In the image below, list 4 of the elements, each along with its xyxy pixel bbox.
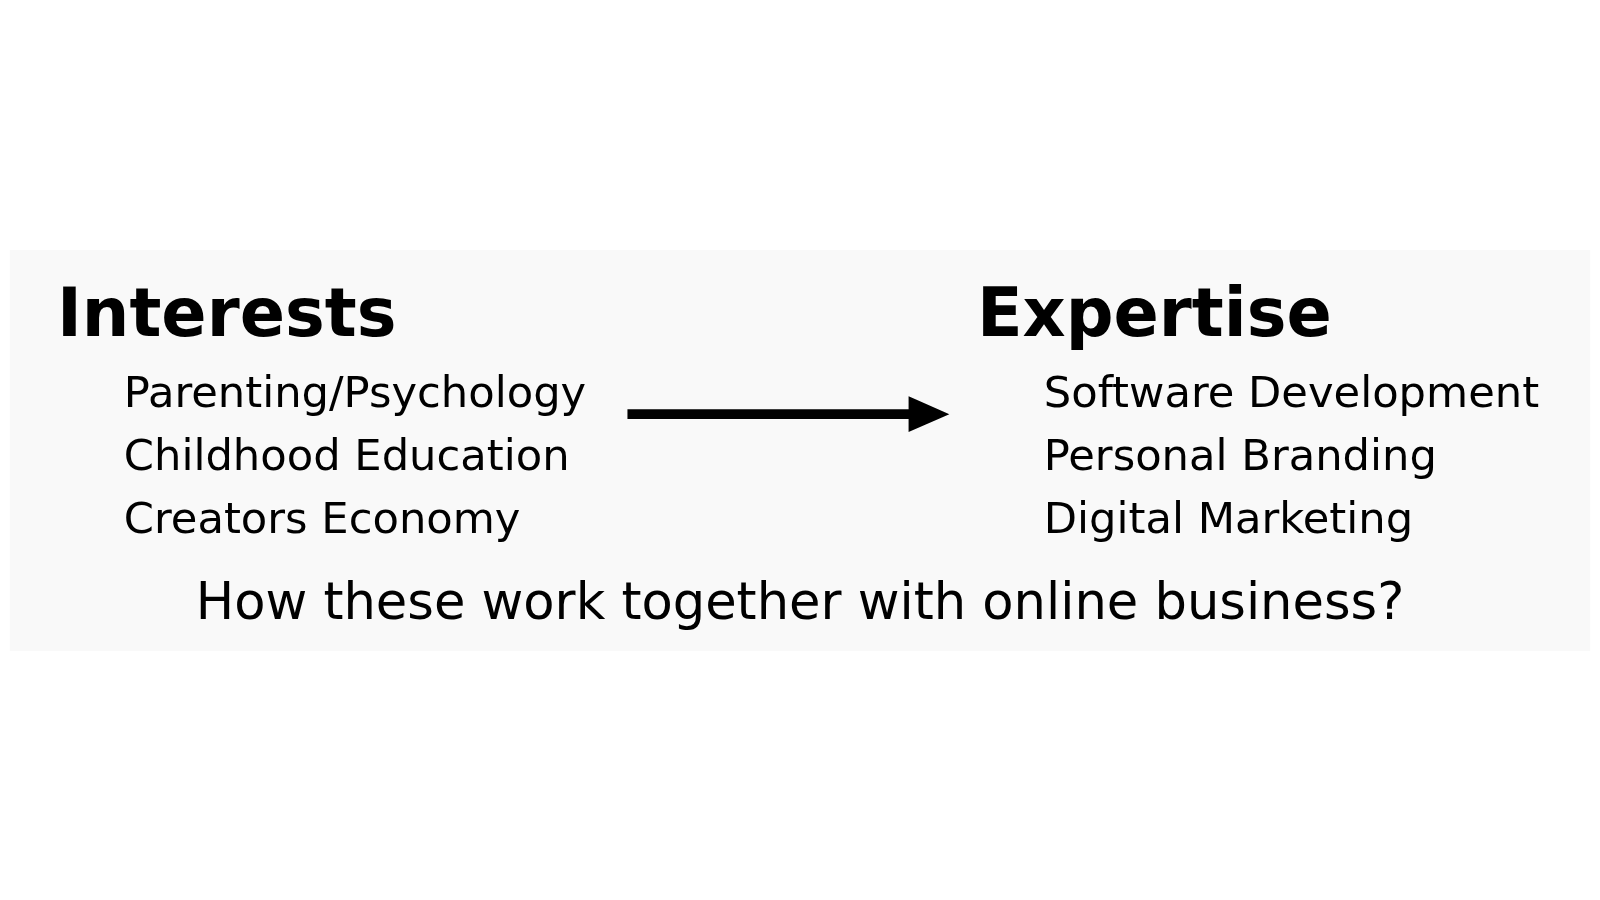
- arrow: [627, 395, 950, 432]
- caption: How these work together with online business?: [195, 571, 1405, 631]
- node-text: Expertise Software Development Personal Branding Digital Marketing: [976, 273, 1540, 543]
- node-text: Interests Parenting/Psychology Childhood Education Creators Economy: [56, 273, 587, 543]
